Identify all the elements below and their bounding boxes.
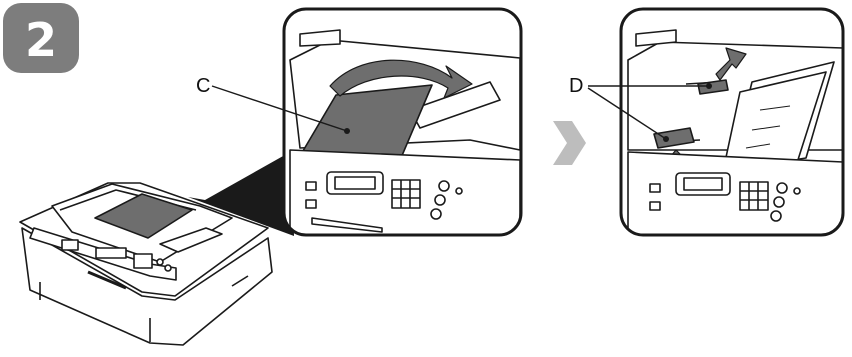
keypad [392,180,420,208]
panel-button [456,188,462,194]
panel-button [771,211,781,221]
display-screen [335,177,375,189]
panel-button [306,200,316,208]
callout-c-label: C [196,75,210,97]
panel-display [96,248,126,258]
step-number: 2 [25,13,57,67]
closeup-guides [621,9,843,235]
panel-button [794,188,800,194]
panel-button [62,240,78,250]
callout-d-dot [706,83,712,89]
callout-c-dot [344,128,350,134]
step-badge: 2 [3,3,79,73]
panel-button [774,197,784,207]
panel-button [306,182,316,190]
panel-button [431,209,441,219]
panel-keypad [134,254,152,268]
chevron-right-icon [553,121,586,165]
panel-button [777,183,787,193]
keypad [740,182,768,210]
panel-face [628,152,843,235]
callout-d-dot [663,136,669,142]
panel-dial [165,265,171,271]
callout-d-label: D [569,75,583,97]
panel-button [439,181,449,191]
panel-dial [157,259,163,265]
panel-button [435,195,445,205]
panel-button [650,184,660,192]
panel-button [650,202,660,210]
display-screen [684,178,722,190]
